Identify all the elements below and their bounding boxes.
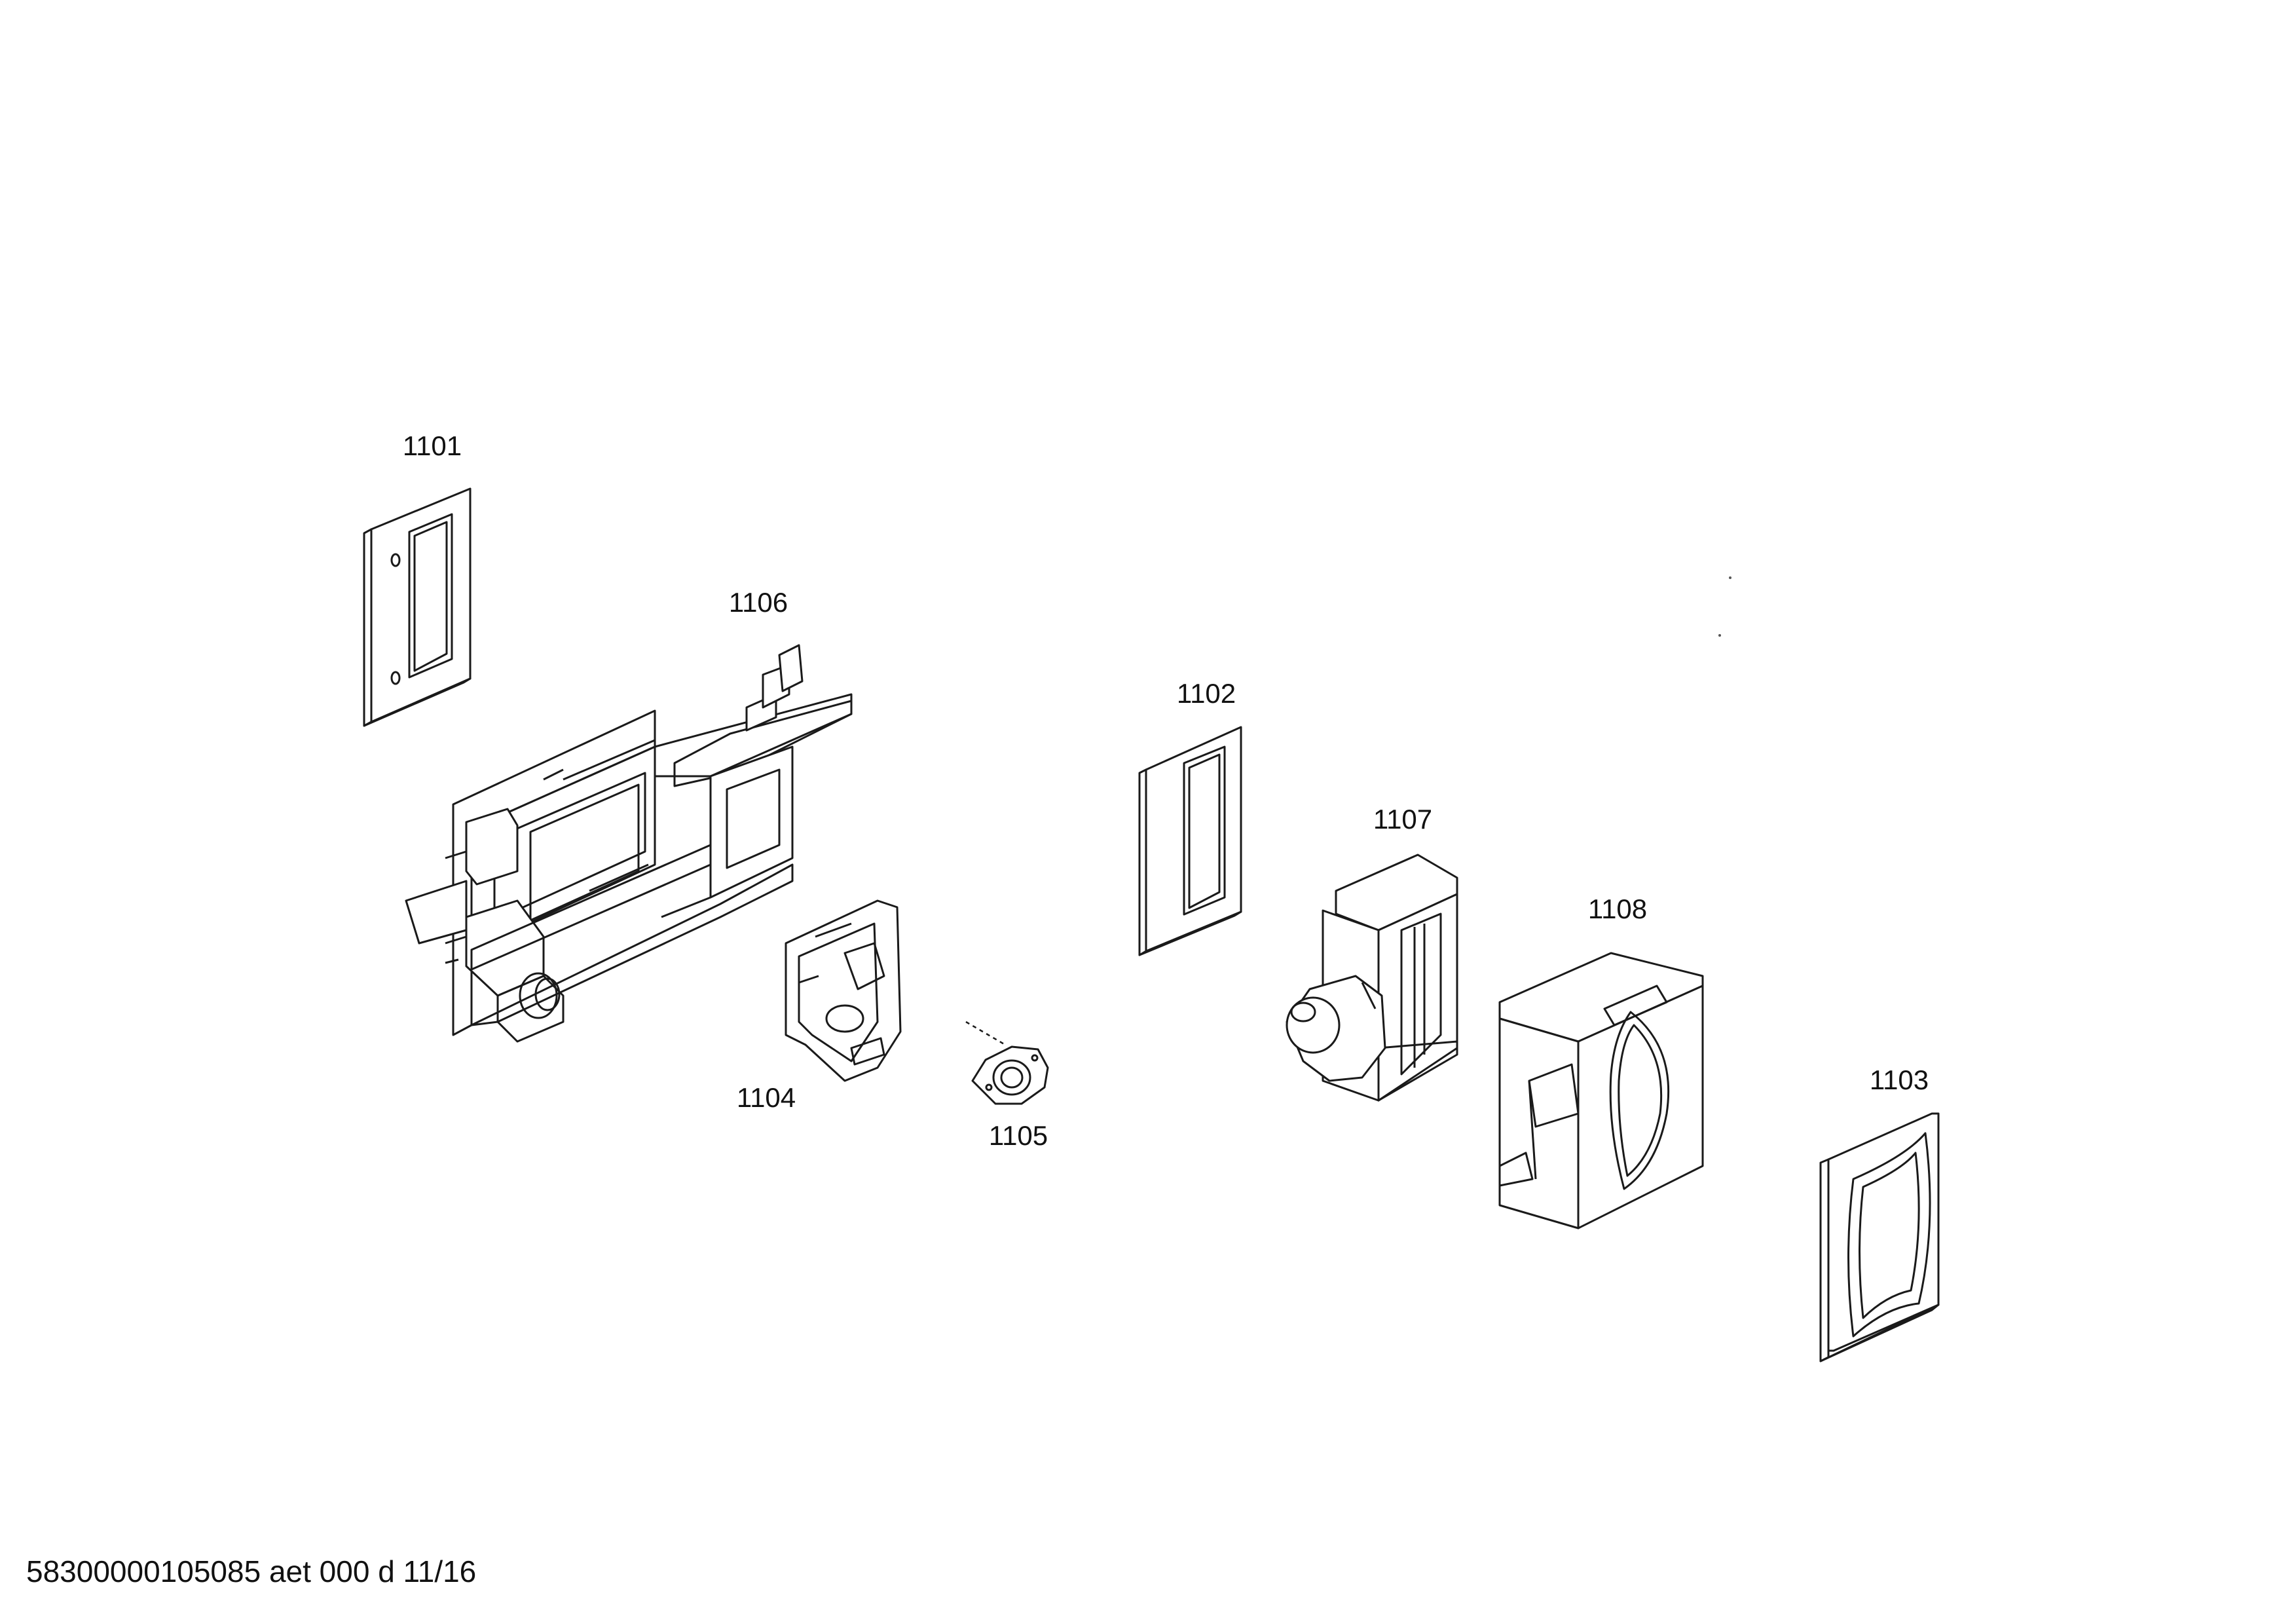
part-1107-control-unit (1286, 854, 1458, 1102)
part-1101-panel (363, 487, 472, 727)
stray-dot (1729, 576, 1731, 579)
label-1107: 1107 (1373, 804, 1432, 835)
stray-dot (1718, 634, 1721, 637)
label-1105: 1105 (989, 1120, 1048, 1151)
part-1104-mechanism (785, 899, 902, 1082)
label-1106: 1106 (729, 587, 788, 618)
part-1108-housing (1498, 952, 1704, 1229)
part-1103-frame (1819, 1112, 1940, 1362)
document-footer-code: 58300000105085 aet 000 d 11/16 (26, 1554, 476, 1588)
part-1106-main-frame (405, 644, 853, 1043)
label-1104: 1104 (737, 1082, 796, 1113)
part-1102-panel (1138, 726, 1242, 956)
label-1102: 1102 (1177, 678, 1236, 709)
part-1105-thermostat (965, 1021, 1049, 1105)
label-1101: 1101 (403, 430, 462, 461)
label-1103: 1103 (1870, 1064, 1929, 1095)
label-1108: 1108 (1588, 893, 1647, 924)
